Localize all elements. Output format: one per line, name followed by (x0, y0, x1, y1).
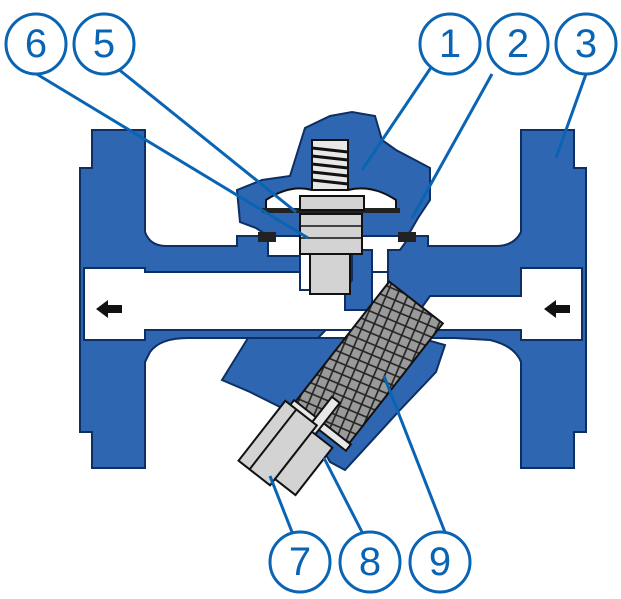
callout-label: 2 (507, 22, 529, 66)
callout-6: 6 (4, 12, 68, 76)
callout-5: 5 (72, 12, 136, 76)
flow-arrow-left-icon (96, 300, 122, 318)
callout-label: 1 (439, 22, 461, 66)
callout-2: 2 (486, 12, 550, 76)
callout-7: 7 (268, 530, 332, 594)
callout-8: 8 (338, 530, 402, 594)
diaphragm-plate (299, 195, 365, 211)
leader-lines (29, 62, 588, 541)
seal-right (398, 232, 416, 242)
callout-3: 3 (554, 12, 618, 76)
callout-label: 7 (289, 540, 311, 584)
callout-label: 3 (575, 22, 597, 66)
valve-insert (299, 213, 363, 295)
callout-9: 9 (408, 530, 472, 594)
seal-left (258, 232, 276, 242)
callout-label: 8 (359, 540, 381, 584)
flow-arrow-left-icon (544, 300, 570, 318)
callout-label: 9 (429, 540, 451, 584)
callout-label: 6 (25, 22, 47, 66)
callout-label: 5 (93, 22, 115, 66)
spring (311, 139, 349, 193)
callout-1: 1 (418, 12, 482, 76)
drain-cap (237, 399, 334, 497)
